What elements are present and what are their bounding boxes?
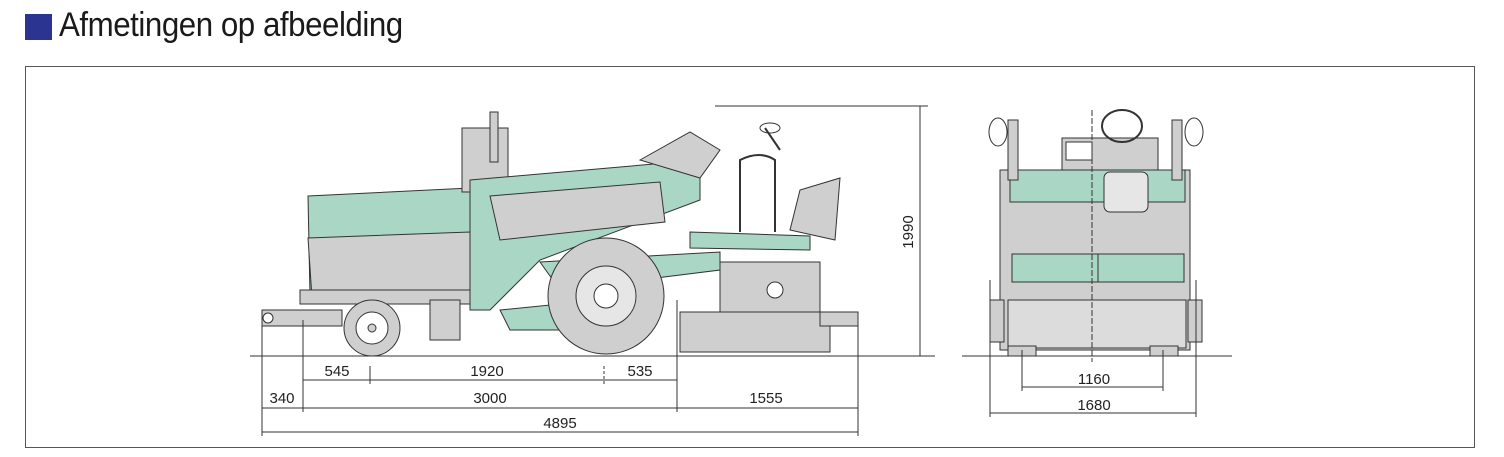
dim-total-width: 1680 [1077, 397, 1110, 414]
dim-track-width: 1160 [1078, 371, 1110, 388]
dim-chassis-length: 3000 [473, 390, 506, 407]
front-view-dimension-lines [962, 110, 1232, 417]
dim-height: 1990 [900, 215, 917, 248]
dim-wheelbase: 1920 [470, 363, 503, 380]
page-title: Afmetingen op afbeelding [59, 6, 403, 44]
dim-front-overhang: 545 [324, 363, 349, 380]
side-view-machine [261, 111, 859, 357]
side-view-dimension-lines [250, 105, 935, 436]
dim-screed-length: 1555 [749, 390, 782, 407]
diagram-frame [25, 66, 1475, 448]
title-bullet [25, 14, 52, 40]
front-view-machine [988, 109, 1204, 357]
dim-rear-overhang: 535 [627, 363, 652, 380]
dim-tow-hitch: 340 [269, 390, 294, 407]
dim-total-length: 4895 [543, 415, 576, 432]
